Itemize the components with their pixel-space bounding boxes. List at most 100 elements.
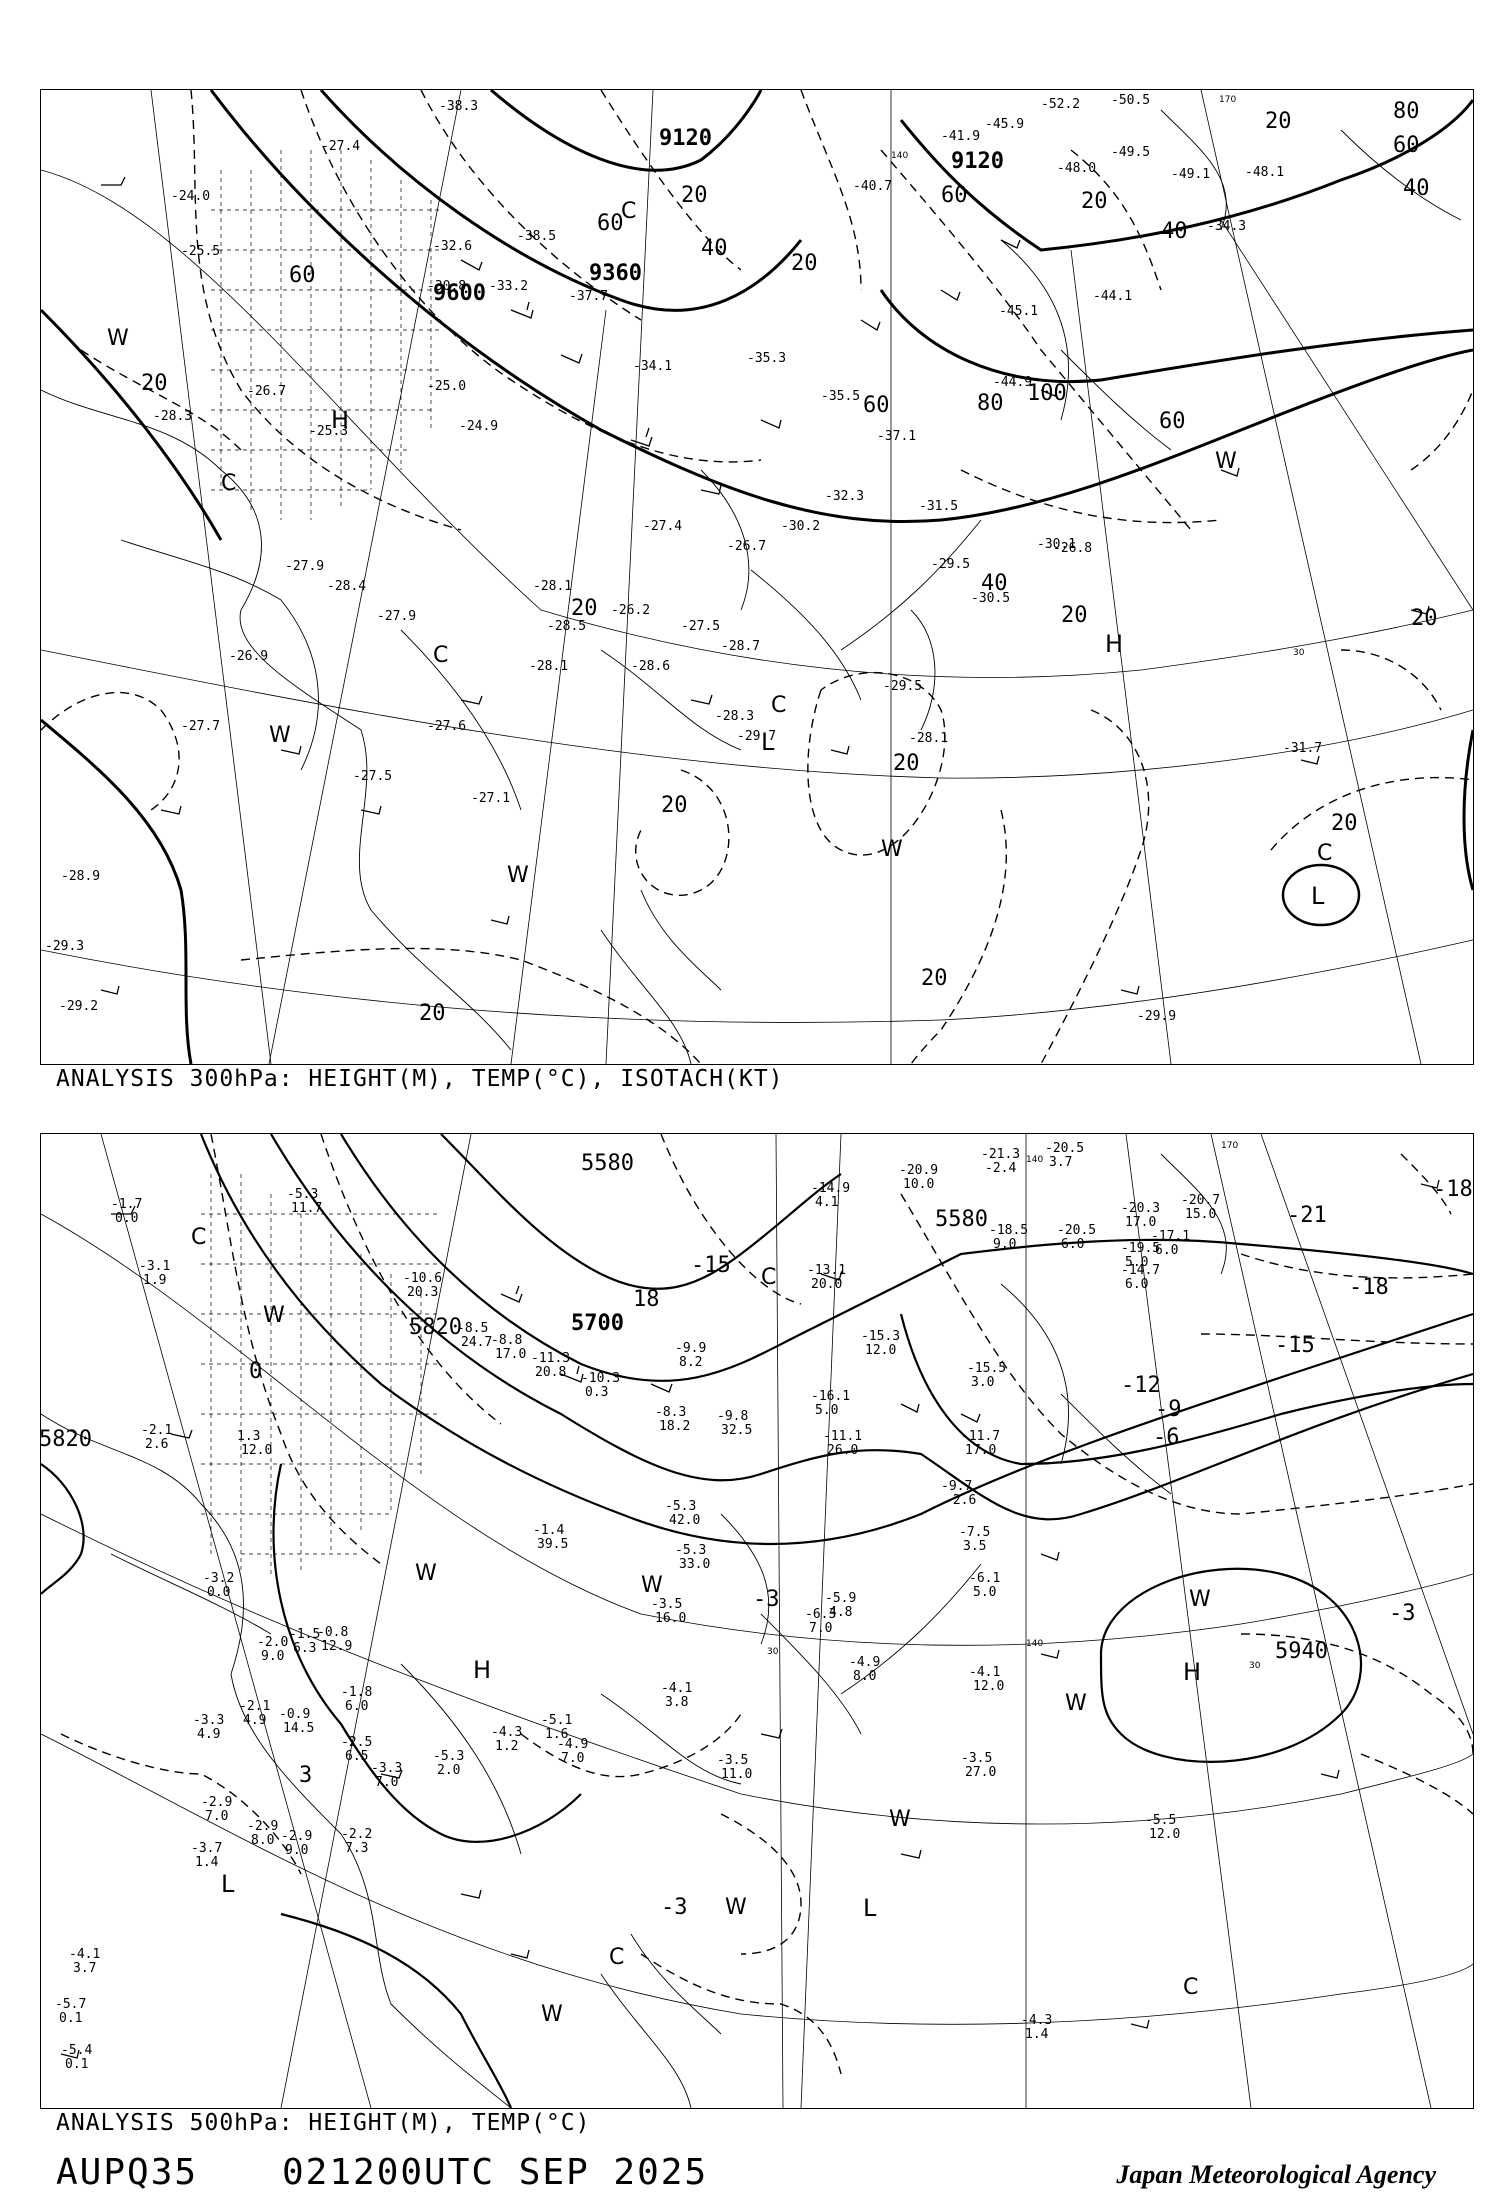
station-dewpoint-depression: 6.0 [1125,1277,1148,1292]
station-temp: -24.0 [171,189,210,204]
station-dewpoint-depression: 4.1 [815,1195,838,1210]
warm-center: W [269,723,291,748]
station-temp: -10.3 [581,1371,620,1386]
station-temp: -37.7 [569,289,608,304]
isotherm-label: 18 [633,1287,660,1312]
station-dewpoint-depression: 0.0 [115,1211,138,1226]
height-label: 5820 [409,1315,462,1340]
height-label: 5940 [1275,1639,1328,1664]
station-temp: -3.5 [651,1597,682,1612]
isotherm-label: 3 [299,1763,312,1788]
station-dewpoint-depression: 18.2 [659,1419,690,1434]
station-temp: -33.2 [489,279,528,294]
station-temp: -3.5 [961,1751,992,1766]
station-temp: 1.3 [237,1429,260,1444]
grid-label: 140 [1026,1155,1043,1165]
station-temp: -3.5 [717,1753,748,1768]
station-temp: -20.5 [1045,1141,1084,1156]
station-temp: -31.5 [919,499,958,514]
station-dewpoint-depression: 7.0 [809,1621,832,1636]
station-obs: -1.70.0-3.11.9-2.12.61.312.0-5.311.7-10.… [55,1141,1220,2072]
isotach-label: 20 [921,966,948,991]
station-temp: -28.3 [715,709,754,724]
station-temp: -29.2 [59,999,98,1014]
grid-label: 140 [891,151,908,161]
isotherm-label: -9 [1155,1397,1182,1422]
station-dewpoint-depression: 20.3 [407,1285,438,1300]
height-label: 5820 [41,1427,92,1452]
low-center: L [1311,882,1325,910]
station-temp: -32.3 [825,489,864,504]
station-temp: -2.5 [341,1735,372,1750]
station-dewpoint-depression: 42.0 [669,1513,700,1528]
station-dewpoint-depression: 20.0 [811,1277,842,1292]
station-dewpoint-depression: 17.0 [1125,1215,1156,1230]
station-temp: -26.7 [727,539,766,554]
high-center: H [473,1656,491,1684]
station-temp: -11.1 [823,1429,862,1444]
station-temp: -1.7 [111,1197,142,1212]
station-temp: -5.7 [55,1997,86,2012]
height-label: 5580 [935,1207,988,1232]
isotach-label: 60 [289,263,316,288]
station-temp: -3.1 [139,1259,170,1274]
panel-caption-300hpa: ANALYSIS 300hPa: HEIGHT(M), TEMP(°C), IS… [56,1066,784,1092]
isotherm-label: -6 [1153,1425,1180,1450]
hatched-region [211,150,441,520]
station-temp: -5.3 [433,1749,464,1764]
station-temp: -26.9 [229,649,268,664]
station-temp: -28.4 [327,579,366,594]
station-temp: -6.1 [969,1571,1000,1586]
station-temp: -5.1 [541,1713,572,1728]
isotherm-label: -21 [1287,1203,1327,1228]
station-temp: -30.2 [781,519,820,534]
station-temp: -27.6 [427,719,466,734]
station-dewpoint-depression: 3.8 [665,1695,688,1710]
height-label: 9360 [589,261,642,286]
station-temp: -5.9 [825,1591,856,1606]
station-temp: -34.3 [1207,219,1246,234]
isotherm-label: -3 [661,1895,688,1920]
station-dewpoint-depression: 10.0 [903,1177,934,1192]
isotach-label: 100 [1027,381,1067,406]
station-temp: -49.5 [1111,145,1150,160]
station-dewpoint-depression: 8.0 [853,1669,876,1684]
station-dewpoint-depression: 6.0 [1061,1237,1084,1252]
station-dewpoint-depression: 9.0 [993,1237,1016,1252]
station-dewpoint-depression: 12.0 [241,1443,272,1458]
station-dewpoint-depression: 6.0 [345,1699,368,1714]
station-temp: -5.3 [675,1543,706,1558]
station-dewpoint-depression: 3.5 [963,1539,986,1554]
station-dewpoint-depression: 2.0 [437,1763,460,1778]
station-dewpoint-depression: 9.0 [261,1649,284,1664]
station-dewpoint-depression: 33.0 [679,1557,710,1572]
station-temp: -1.8 [341,1685,372,1700]
low-center: L [761,728,775,756]
station-dewpoint-depression: 5.0 [1125,1255,1148,1270]
isotach-label: 60 [597,211,624,236]
station-temp: -29.5 [883,679,922,694]
isotach-label: 60 [863,393,890,418]
station-dewpoint-depression: 0.3 [585,1385,608,1400]
station-dewpoint-depression: 3.7 [73,1961,96,1976]
station-dewpoint-depression: 4.8 [829,1605,852,1620]
station-temp: -11.3 [531,1351,570,1366]
station-temp: -8.5 [457,1321,488,1336]
warm-center: W [1215,449,1237,474]
height-label: 9600 [433,281,486,306]
station-temp: -27.5 [681,619,720,634]
isotach-label: 20 [893,751,920,776]
station-temp: -4.3 [1021,2013,1052,2028]
low-center: L [221,1870,235,1898]
station-temp: -28.3 [153,409,192,424]
warm-center: W [881,837,903,862]
station-dewpoint-depression: 17.0 [965,1443,996,1458]
station-temp: -9.7 [941,1479,972,1494]
station-dewpoint-depression: 6.0 [1155,1243,1178,1258]
station-temp: -9.8 [717,1409,748,1424]
station-dewpoint-depression: 17.0 [495,1347,526,1362]
station-temp: -29.3 [45,939,84,954]
station-temp: -26.8 [1053,541,1092,556]
isotach-label: 20 [1061,603,1088,628]
station-dewpoint-depression: 4.9 [243,1713,266,1728]
